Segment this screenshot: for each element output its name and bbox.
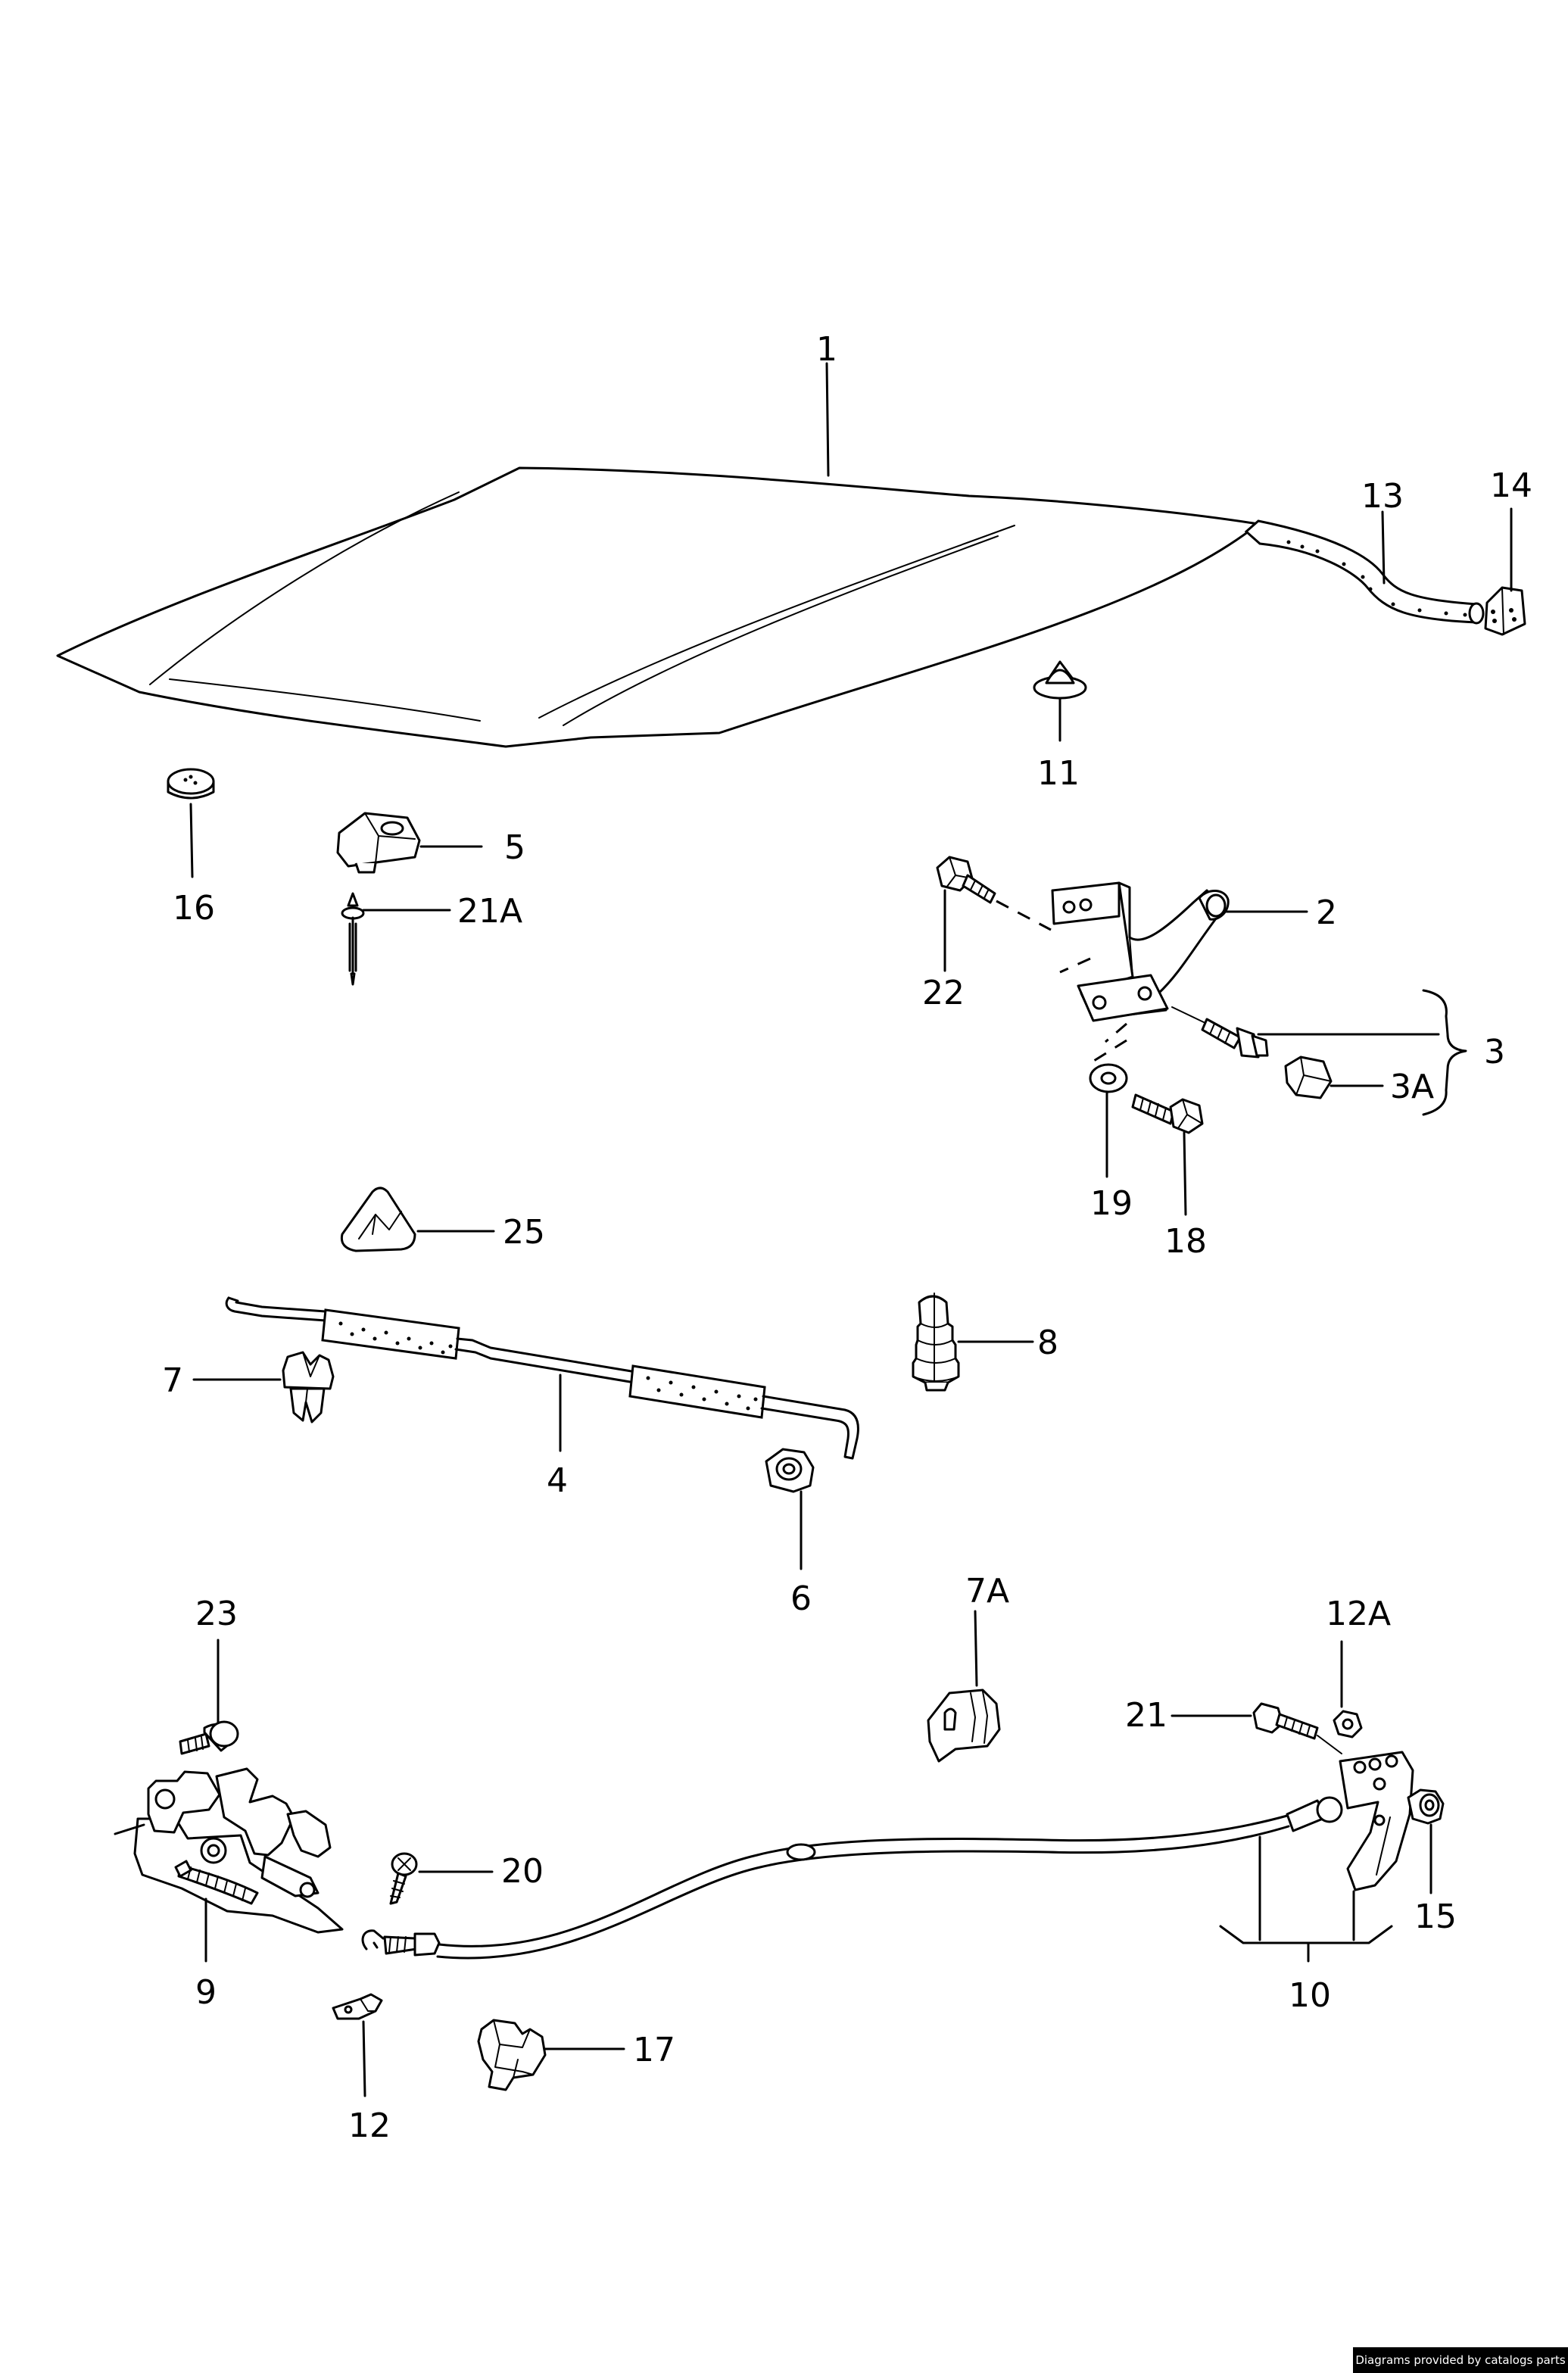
label-12: 12: [348, 2106, 391, 2145]
lever-nut: [1333, 1710, 1363, 1738]
adjuster-bolt: [1171, 1006, 1269, 1059]
label-20: 20: [501, 1852, 544, 1891]
label-5: 5: [504, 828, 525, 867]
label-22: 22: [922, 974, 965, 1012]
release-lever: [1339, 1751, 1414, 1891]
lever-bolt: [1252, 1702, 1342, 1754]
leader-lines: [189, 362, 1513, 2097]
label-9: 9: [195, 1973, 217, 2012]
hood-lock: [114, 1767, 344, 1934]
hood-panel: [56, 466, 1260, 748]
label-3a: 3A: [1390, 1068, 1434, 1106]
label-7: 7: [162, 1361, 183, 1400]
label-11: 11: [1037, 754, 1080, 793]
hood-support-rod: [225, 1296, 859, 1460]
cable-buffer: [927, 1689, 1001, 1763]
hood-release-cable: [361, 1796, 1343, 1960]
label-3: 3: [1484, 1033, 1505, 1071]
label-19: 19: [1090, 1184, 1133, 1223]
label-25: 25: [503, 1213, 545, 1252]
conical-stop-buffer: [1033, 660, 1087, 700]
warning-sticker: [340, 1186, 416, 1252]
hinge-bolt: [936, 856, 1052, 931]
rod-grommet: [765, 1448, 815, 1493]
hood-seal: [1244, 519, 1485, 625]
label-16: 16: [173, 889, 215, 928]
rod-holder-clip: [282, 1351, 335, 1423]
tapping-screw: [389, 1852, 418, 1905]
rubber-buffer: [912, 1293, 960, 1392]
label-13: 13: [1361, 477, 1404, 516]
washer: [1089, 1063, 1128, 1093]
label-10: 10: [1289, 1976, 1331, 2015]
label-1: 1: [816, 330, 837, 369]
label-14: 14: [1490, 466, 1532, 505]
label-2: 2: [1316, 893, 1337, 932]
label-17: 17: [633, 2031, 675, 2069]
diagram-credit: Diagrams provided by catalogs parts: [1353, 2347, 1568, 2373]
label-8: 8: [1037, 1324, 1058, 1362]
rubber-plug: [167, 768, 215, 800]
label-23: 23: [195, 1595, 238, 1633]
label-4: 4: [547, 1461, 568, 1500]
hex-bolt: [1131, 1093, 1204, 1134]
label-12a: 12A: [1326, 1595, 1391, 1633]
part-number-labels: 1 13 14 11 16 5 21A 22 2 3 3A 19 18 25 8…: [162, 330, 1532, 2145]
hex-nut: [1284, 1056, 1333, 1099]
seal-end-cap: [1484, 586, 1526, 636]
label-21a: 21A: [457, 892, 522, 931]
blind-rivet: [341, 892, 365, 986]
cable-clip: [1407, 1788, 1445, 1825]
label-21: 21: [1125, 1696, 1167, 1735]
lock-bolt: [179, 1720, 239, 1755]
hood-hinge: [1051, 881, 1230, 1065]
cable-retainer: [477, 2019, 547, 2091]
label-7a: 7A: [965, 1572, 1009, 1611]
label-18: 18: [1164, 1222, 1207, 1261]
hood-contact-switch: [336, 812, 421, 874]
label-15: 15: [1414, 1897, 1457, 1936]
cable-clamp: [332, 1993, 383, 2020]
label-6: 6: [790, 1579, 812, 1618]
